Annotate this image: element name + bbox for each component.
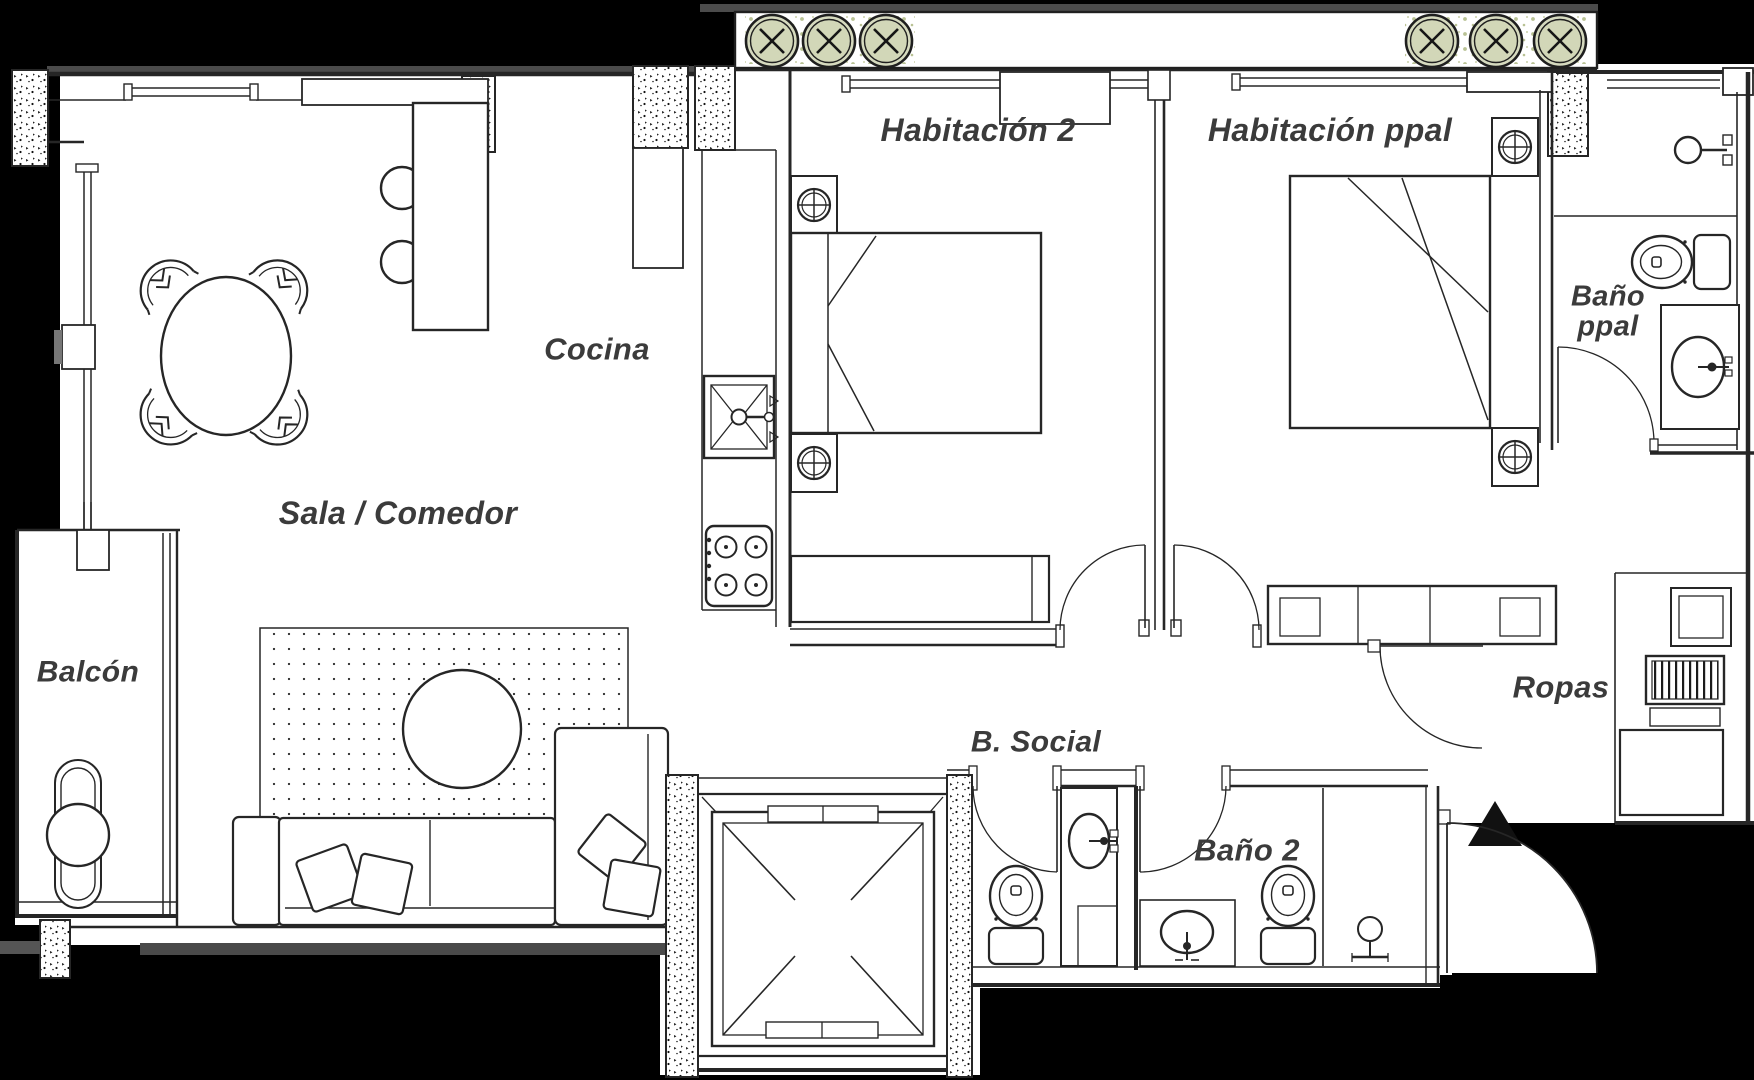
- door-jamb: [1437, 809, 1451, 825]
- planter-pot-icon: [801, 13, 857, 69]
- door-jamb: [1170, 619, 1182, 637]
- throw-pillow-icon: [295, 843, 365, 913]
- refrigerator-icon: [632, 147, 684, 269]
- concrete-column: [665, 774, 699, 1078]
- concrete-column: [11, 69, 49, 167]
- balcony: [0, 502, 180, 979]
- kitchen: [632, 70, 792, 627]
- door-swing-icon: [1173, 544, 1260, 631]
- planter-pot-icon: [1468, 13, 1524, 69]
- wall-shadow: [54, 330, 62, 364]
- planter-pot-icon: [858, 13, 914, 69]
- balcony-bistro-set-icon: [45, 759, 111, 909]
- water-heater-icon: [1618, 728, 1725, 817]
- coffee-table-icon: [401, 668, 523, 790]
- habitacion-ppal: [1266, 70, 1558, 646]
- top-wall-shadow: [47, 66, 697, 73]
- room-label-bano-2: Baño 2: [1194, 832, 1300, 868]
- concrete-column: [39, 919, 71, 979]
- room-label-sala-comedor: Sala / Comedor: [278, 495, 518, 532]
- baths-strip: [947, 765, 1440, 987]
- window-jamb: [1231, 73, 1241, 91]
- nightstand-lamp-icon: [790, 175, 838, 235]
- shower-head-icon: [1673, 134, 1733, 166]
- entrance-door-swing-icon: [1437, 809, 1598, 974]
- washbasin-icon: [1139, 899, 1236, 967]
- room-label-b-social: B. Social: [970, 725, 1102, 759]
- wall-cabinet-icon: [301, 78, 489, 106]
- bedroom-divider-wall: [1147, 69, 1171, 630]
- wall-pier: [999, 71, 1111, 125]
- balcony-door: [76, 529, 110, 571]
- bedroom-bottom-walls: [790, 544, 1262, 648]
- desk-icon: [789, 554, 1051, 624]
- room-label-habitacion-ppal: Habitación ppal: [1207, 112, 1453, 149]
- throw-pillow-icon: [350, 852, 414, 916]
- concrete-column: [632, 65, 689, 149]
- concrete-column: [1547, 71, 1589, 157]
- nightstand-lamp-icon: [1491, 427, 1539, 487]
- door-swing-icon: [1557, 346, 1659, 452]
- stove-icon: [704, 524, 774, 608]
- door-swing-icon: [1367, 639, 1483, 749]
- laundry-cabinet-icon: [1670, 587, 1732, 647]
- bar-counter-icon: [411, 101, 490, 332]
- planter-strip: [733, 10, 1599, 70]
- room-label-cocina: Cocina: [544, 331, 650, 367]
- washing-machine-icon: [1644, 654, 1726, 727]
- washbasin-icon: [1060, 787, 1119, 967]
- door-jamb: [1138, 619, 1150, 637]
- door-jamb: [1649, 438, 1659, 452]
- throw-pillow-icon: [602, 858, 662, 918]
- sala-furniture: [125, 78, 670, 927]
- planter-pot-icon: [1532, 13, 1588, 69]
- door-jamb: [1252, 624, 1262, 648]
- concrete-column: [694, 65, 736, 151]
- planter-pot-icon: [744, 13, 800, 69]
- kitchen-sink-icon: [702, 374, 780, 460]
- nightstand-lamp-icon: [1491, 117, 1539, 177]
- room-label-ropas: Ropas: [1512, 669, 1610, 705]
- door-swing-icon: [1139, 785, 1227, 873]
- room-label-bano-ppal-line2: ppal: [1577, 311, 1639, 343]
- nightstand-lamp-icon: [790, 433, 838, 493]
- double-bed-icon: [789, 231, 1043, 435]
- door-swing-icon: [1059, 544, 1146, 631]
- window-jamb: [75, 163, 99, 173]
- dining-table-icon: [159, 275, 293, 437]
- bano-ppal: [1554, 67, 1754, 823]
- double-bed-icon: [1288, 174, 1492, 430]
- planter-pot-icon: [1404, 13, 1460, 69]
- door-jamb: [1367, 639, 1381, 653]
- wall-pier: [1466, 71, 1553, 93]
- planter-top-edge: [700, 4, 1598, 12]
- wall-shadow: [0, 941, 40, 954]
- room-label-bano-ppal: Baño ppal: [1570, 280, 1646, 343]
- toilet-icon: [1259, 864, 1317, 966]
- wall-pier: [61, 324, 96, 370]
- elevator: [665, 774, 973, 1078]
- ropas-entry: [1367, 572, 1754, 974]
- window-jamb: [841, 75, 851, 93]
- washbasin-icon: [1660, 304, 1740, 430]
- toilet-icon: [987, 864, 1045, 966]
- wardrobe-icon: [1266, 584, 1558, 646]
- window-jamb: [249, 83, 259, 101]
- room-label-balcon: Balcón: [36, 655, 140, 689]
- door-swing-icon: [972, 785, 1058, 873]
- elevator-icon: [701, 796, 944, 1048]
- room-label-bano-ppal-line1: Baño: [1570, 280, 1646, 313]
- bottom-wall-shadow: [140, 943, 668, 955]
- toilet-icon: [1630, 233, 1732, 291]
- shower-fixture-icon: [1351, 916, 1389, 962]
- window-jamb: [123, 83, 133, 101]
- habitacion-2: [789, 175, 1051, 624]
- entrance-arrow-icon: [1468, 801, 1522, 846]
- concrete-column: [946, 774, 973, 1078]
- room-label-habitacion-2: Habitación 2: [880, 112, 1076, 149]
